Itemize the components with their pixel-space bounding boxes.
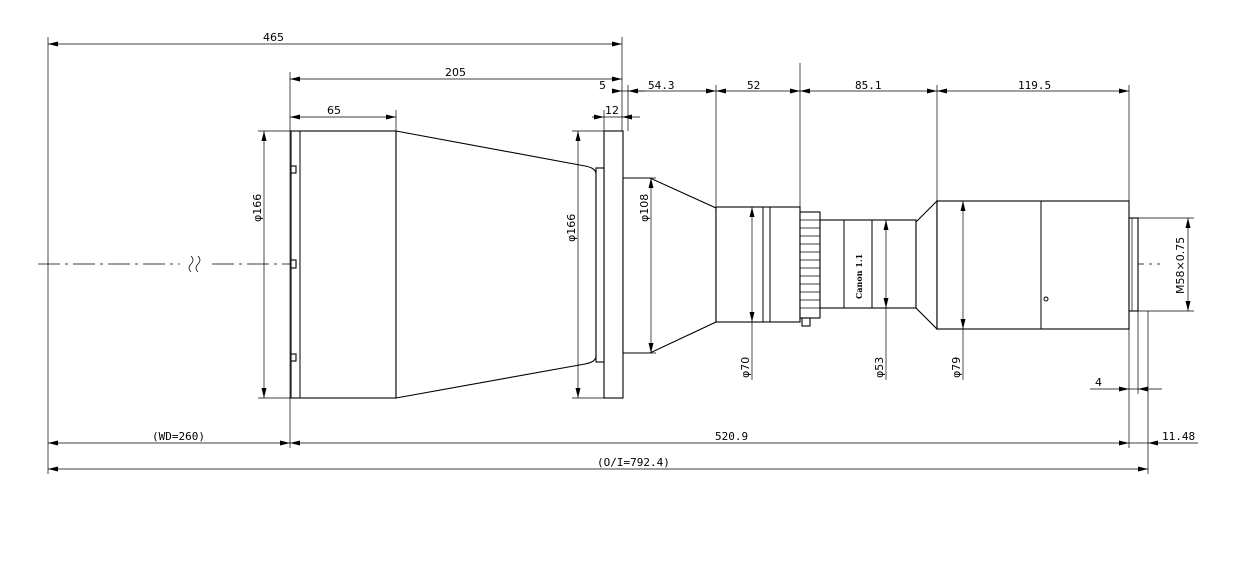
dim-520-9: 520.9 <box>715 430 748 443</box>
front-barrel <box>290 130 397 399</box>
barrel-79 <box>936 200 1130 330</box>
dimension-lines <box>48 41 1198 472</box>
ring-knurl <box>800 219 820 309</box>
dim-119-5: 119.5 <box>1018 79 1051 92</box>
front-screw <box>290 259 297 269</box>
dim-85-1: 85.1 <box>855 79 882 92</box>
mount-thread <box>1128 217 1139 312</box>
dim-65: 65 <box>327 104 341 117</box>
front-screw <box>290 165 297 174</box>
mounting-flange <box>603 130 624 399</box>
dim-54-3: 54.3 <box>648 79 675 92</box>
dim-thread: M58×0.75 <box>1174 237 1187 294</box>
dim-12: 12 <box>605 104 619 117</box>
flange-collar <box>595 167 605 363</box>
dim-11-48: 11.48 <box>1162 430 1195 443</box>
brand-marking: Canon 1.1 <box>854 254 864 299</box>
rear-taper <box>622 177 717 354</box>
lock-screw <box>801 317 811 327</box>
dimension-labels: 465 205 5 54.3 52 85.1 119.5 65 12 φ166 … <box>152 31 1195 469</box>
dim-dia-79: φ79 <box>950 357 963 378</box>
dim-wd: (WD=260) <box>152 430 205 443</box>
extension-lines <box>47 37 1194 474</box>
dim-205: 205 <box>445 66 466 79</box>
dim-5: 5 <box>599 79 606 92</box>
front-screw <box>290 353 297 362</box>
taper-section <box>395 130 597 399</box>
dim-dia-108: φ108 <box>638 194 651 222</box>
dim-52: 52 <box>747 79 760 92</box>
diameter-lines <box>261 131 1191 398</box>
dim-dia-53: φ53 <box>873 357 886 378</box>
dim-dia-166-flange: φ166 <box>565 214 578 242</box>
dim-dia-166-front: φ166 <box>251 194 264 222</box>
dim-465: 465 <box>263 31 284 44</box>
dim-oi: (O/I=792.4) <box>597 456 670 469</box>
indicator-dot <box>1043 296 1049 302</box>
dim-4: 4 <box>1095 376 1102 389</box>
lens-body: Canon 1.1 <box>290 130 1139 399</box>
tube-53 <box>819 219 917 309</box>
barrel-70 <box>715 206 801 323</box>
rear-expansion <box>915 199 938 331</box>
dim-dia-70: φ70 <box>739 357 752 378</box>
